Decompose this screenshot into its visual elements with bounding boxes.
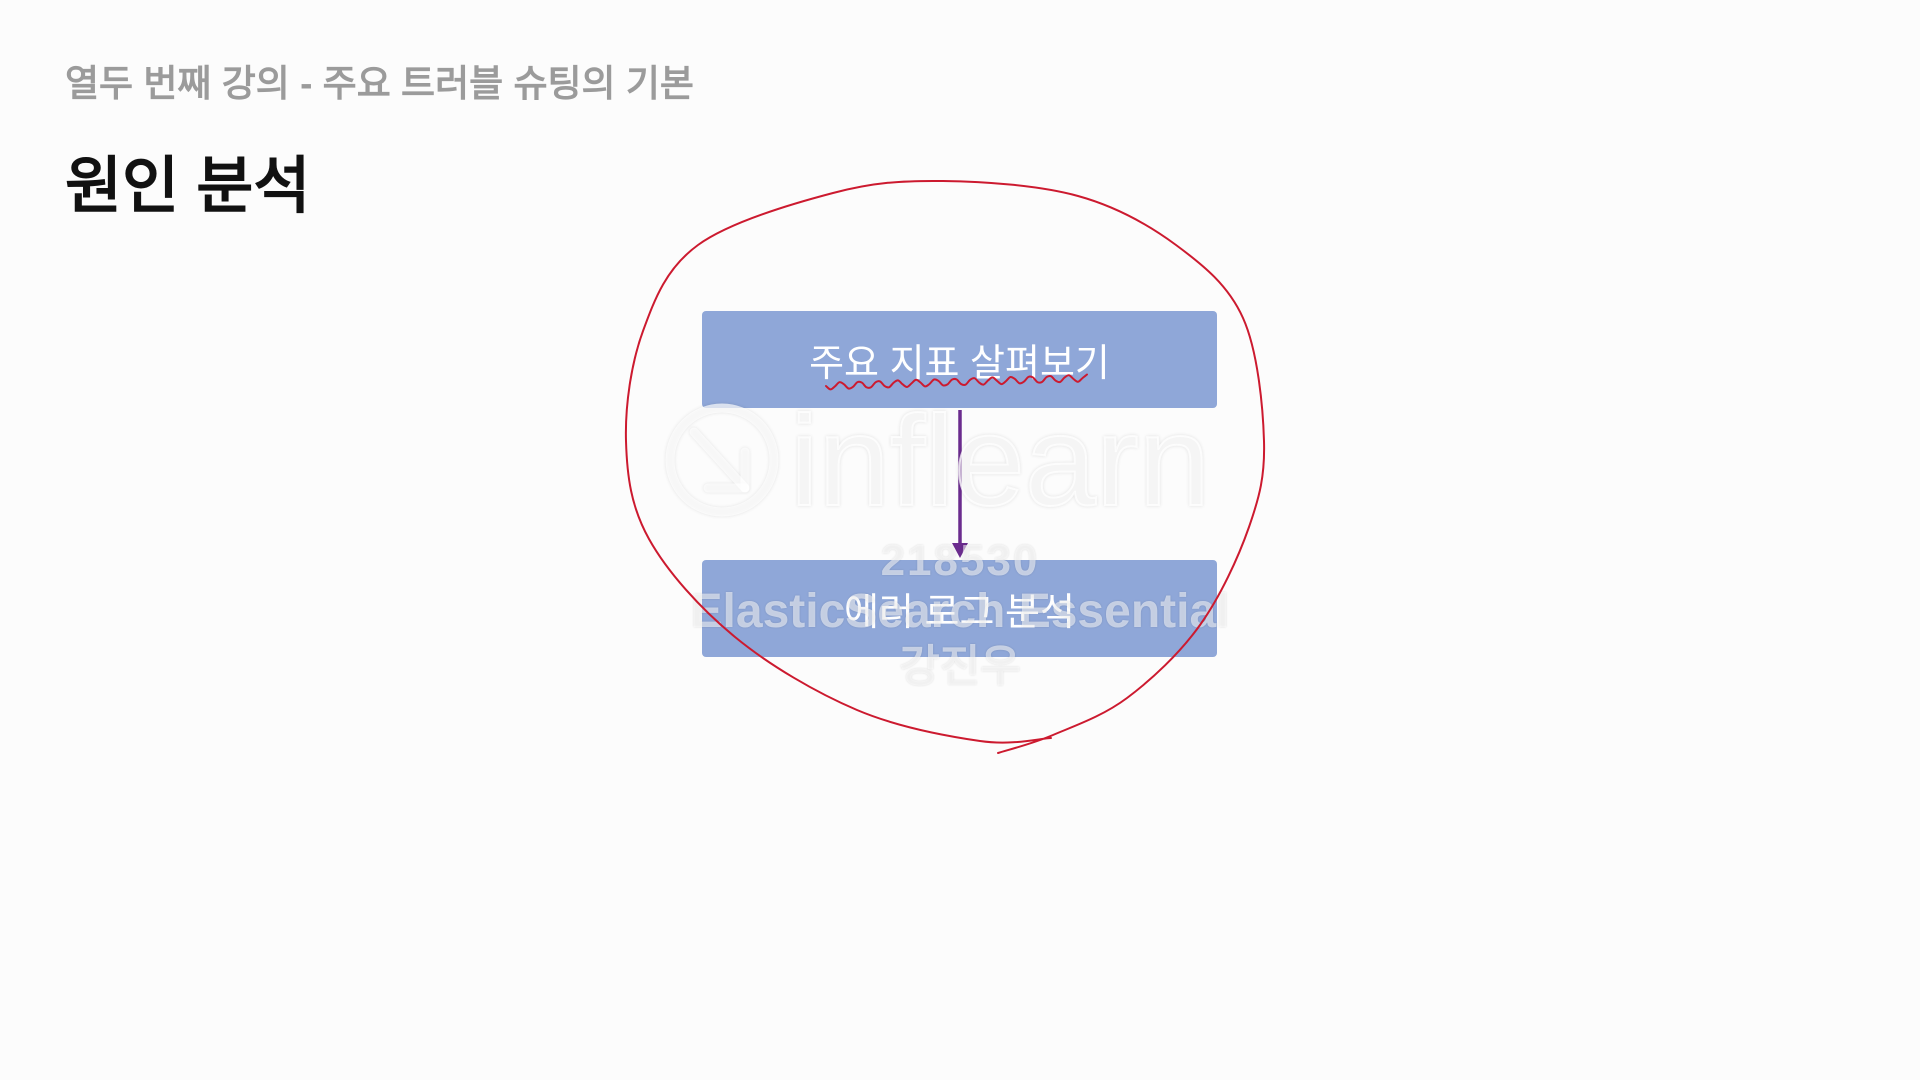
step-box-error-log: 에러 로그 분석	[702, 560, 1217, 657]
step-label: 주요 지표 살펴보기	[809, 343, 1110, 385]
step-label: 에러 로그 분석	[844, 592, 1075, 634]
step-box-metrics: 주요 지표 살펴보기	[702, 311, 1217, 408]
lecture-subtitle: 열두 번째 강의 - 주요 트러블 슈팅의 기본	[65, 63, 694, 104]
flow-arrow-head	[952, 543, 968, 558]
inflearn-logo-icon	[665, 403, 779, 517]
inflearn-logo-text: inflearn	[790, 390, 1210, 533]
red-circle-annotation	[624, 179, 1266, 754]
slide-title: 원인 분석	[65, 152, 311, 221]
